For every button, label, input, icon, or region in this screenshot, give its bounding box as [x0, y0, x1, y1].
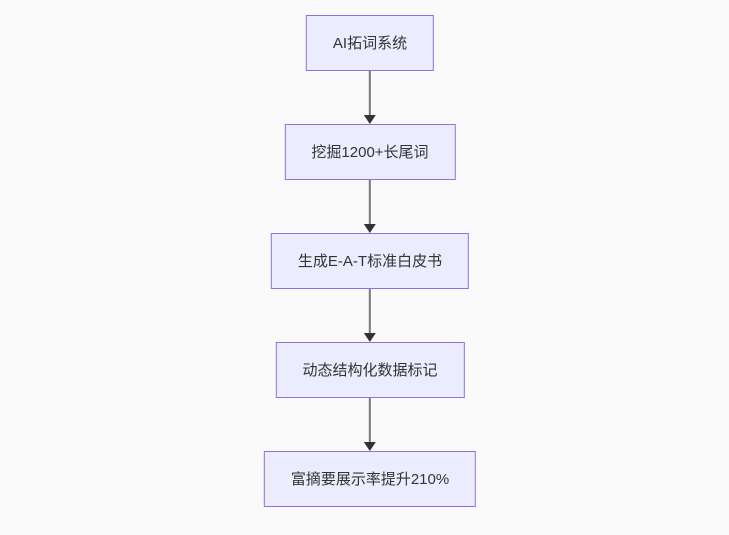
- flow-node-ai-system: AI拓词系统: [305, 15, 435, 71]
- flow-arrow-3: [363, 289, 377, 342]
- arrow-head-icon: [364, 115, 376, 124]
- arrow-head-icon: [364, 442, 376, 451]
- flow-node-structured-data: 动态结构化数据标记: [275, 342, 465, 398]
- arrow-head-icon: [364, 224, 376, 233]
- arrow-line: [369, 71, 371, 116]
- arrow-line: [369, 180, 371, 225]
- flow-node-rich-snippet-result: 富摘要展示率提升210%: [263, 451, 477, 507]
- arrow-head-icon: [364, 333, 376, 342]
- flowchart: AI拓词系统 挖掘1200+长尾词 生成E-A-T标准白皮书 动态结构化数据标记…: [263, 15, 477, 507]
- flow-arrow-2: [363, 180, 377, 233]
- arrow-line: [369, 289, 371, 334]
- flow-node-longtail-mining: 挖掘1200+长尾词: [284, 124, 456, 180]
- arrow-line: [369, 398, 371, 443]
- flow-arrow-4: [363, 398, 377, 451]
- flow-node-eat-whitepaper: 生成E-A-T标准白皮书: [270, 233, 470, 289]
- flow-arrow-1: [363, 71, 377, 124]
